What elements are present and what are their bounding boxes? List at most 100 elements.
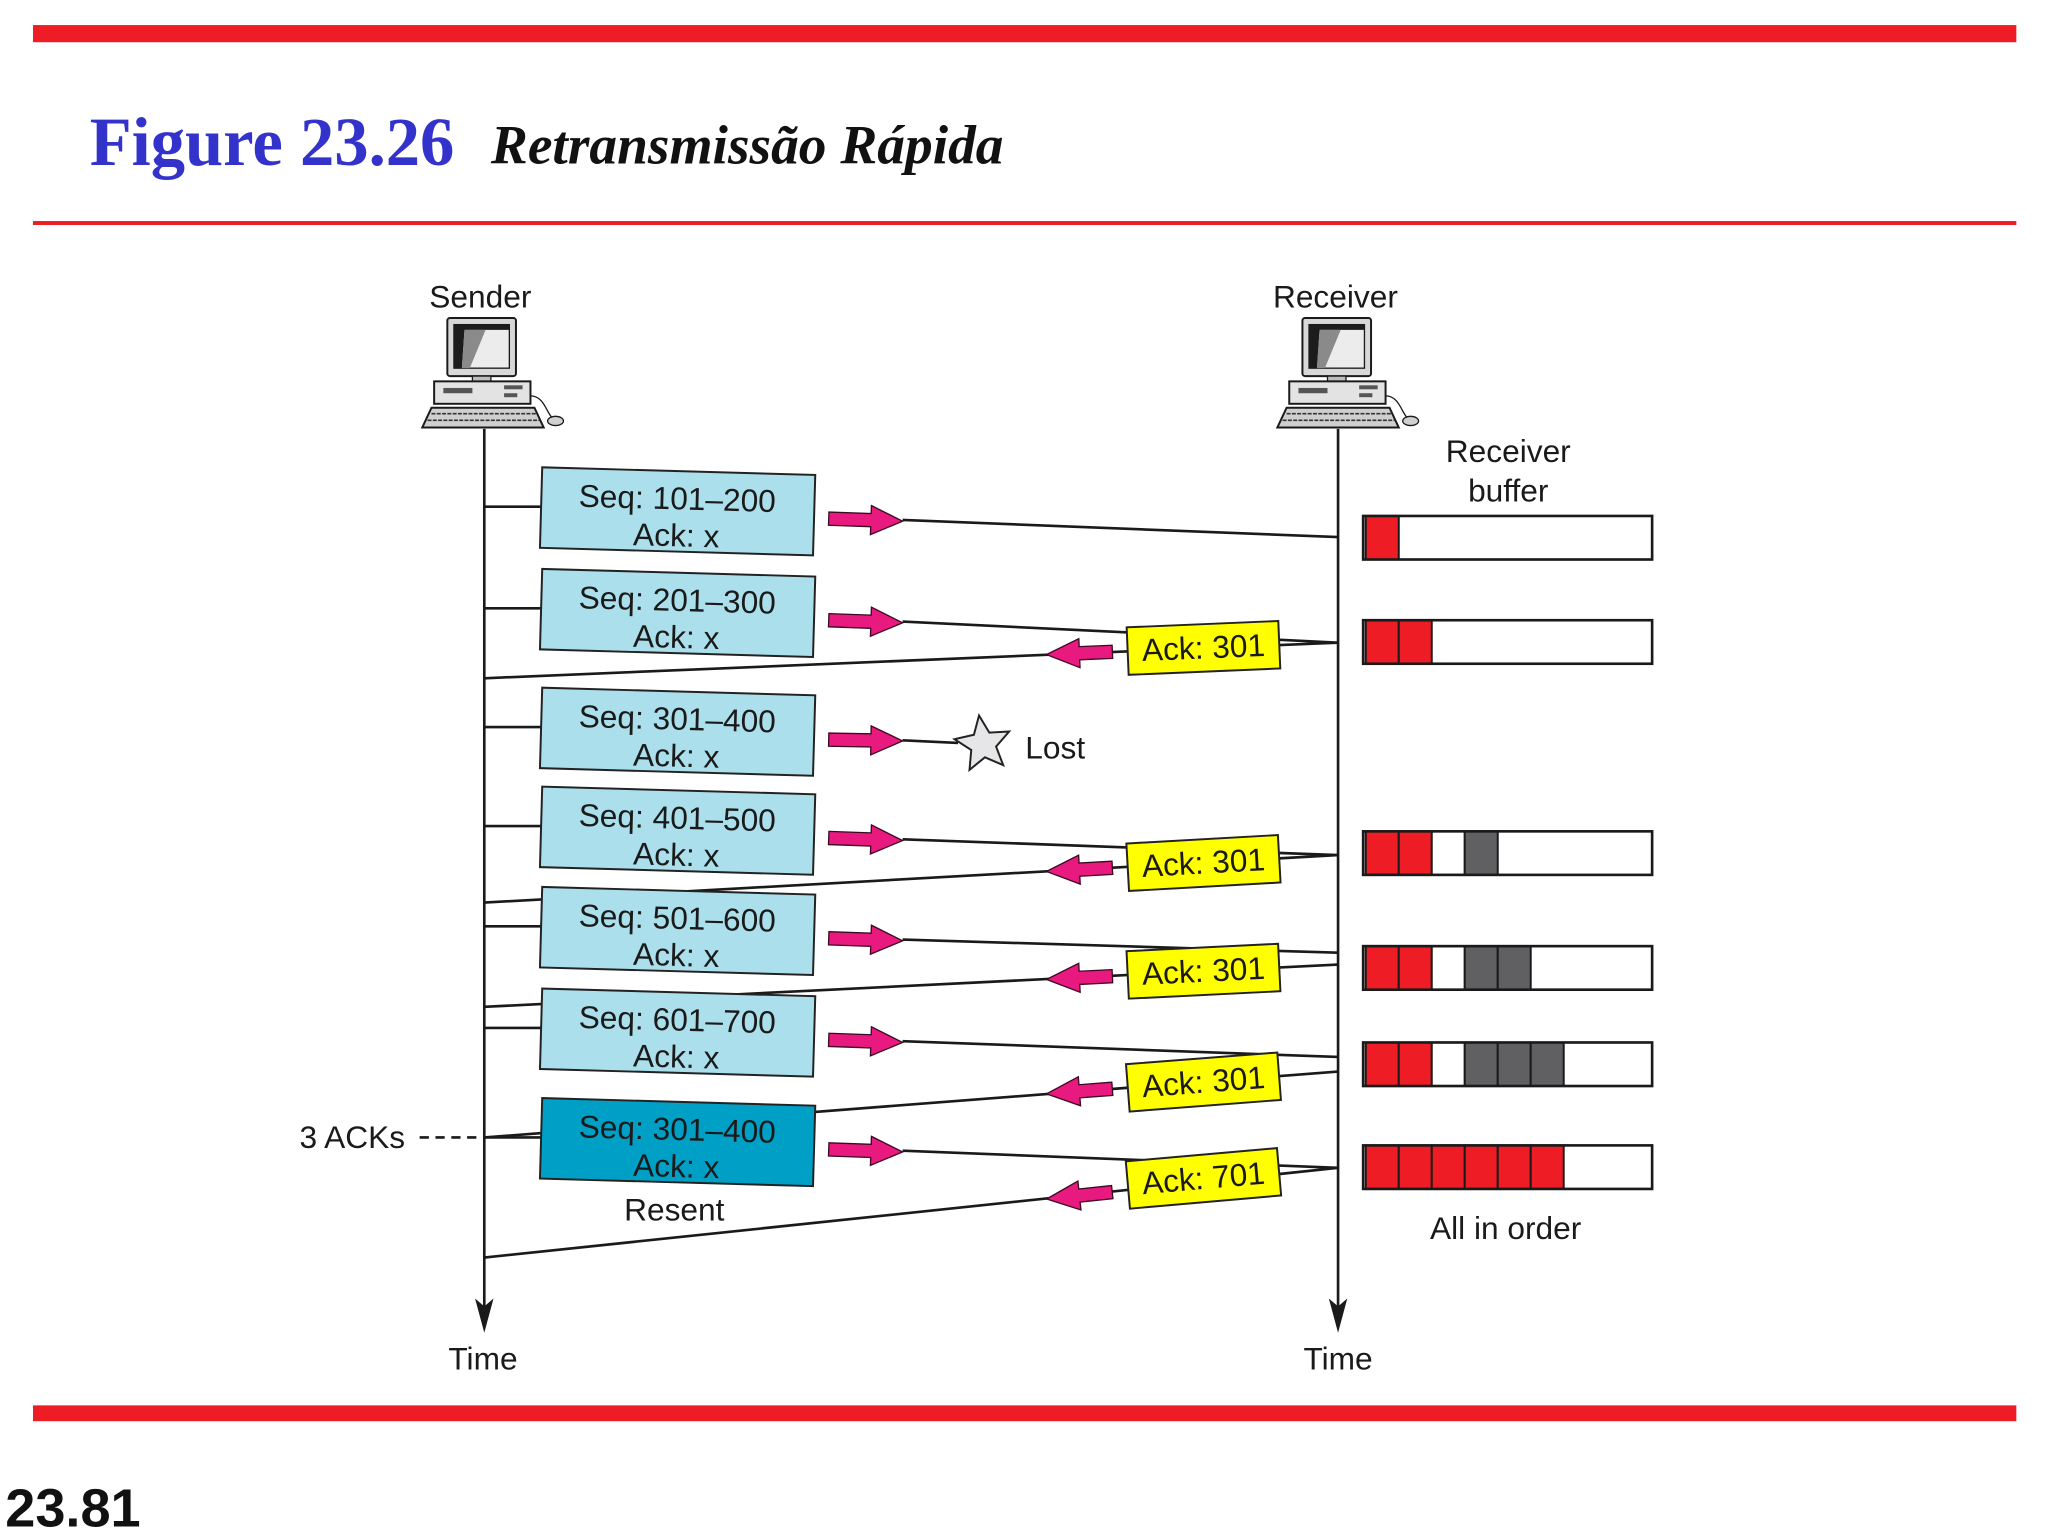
ack-4: Ack: 301 xyxy=(1044,1051,1283,1113)
keyboard xyxy=(1275,406,1401,429)
ack-box xyxy=(1125,834,1282,893)
buffer-3-cell-2-received xyxy=(1397,830,1433,876)
segment-1-path xyxy=(902,518,1339,539)
keyboard xyxy=(420,406,546,429)
sender-computer-icon xyxy=(420,317,565,429)
right-arrow-icon xyxy=(827,504,905,536)
mouse xyxy=(1402,415,1420,427)
buffer-outline xyxy=(1361,514,1654,561)
star-icon xyxy=(952,712,1012,773)
screen-shade xyxy=(1309,324,1365,369)
buffer-cells xyxy=(1364,1144,1565,1190)
buffer-5-cell-1-received xyxy=(1364,1041,1400,1088)
buffer-5-cell-5-held xyxy=(1496,1041,1532,1088)
header-divider xyxy=(32,221,2017,225)
screen-shade-mid xyxy=(1316,329,1341,369)
right-arrow-icon xyxy=(827,1025,905,1057)
buffer-6-cell-4-received xyxy=(1463,1144,1499,1190)
cpu-button xyxy=(1359,393,1373,398)
segment-box xyxy=(538,567,817,659)
segment-seq: Seq: 601–700 xyxy=(578,999,776,1040)
disk-drive xyxy=(443,387,473,394)
ack-label: Ack: 301 xyxy=(1141,627,1266,668)
segment-4: Seq: 401–500 Ack: x xyxy=(538,785,817,876)
buffer-outline xyxy=(1361,1144,1654,1191)
buffer-cells xyxy=(1364,619,1433,665)
right-arrow-icon xyxy=(827,823,905,855)
buffer-6-cell-6-received xyxy=(1529,1144,1565,1190)
segment-7-resent: Seq: 301–400 Ack: x xyxy=(538,1097,817,1188)
mouse-cord xyxy=(530,395,553,418)
segment-ack: Ack: x xyxy=(633,736,720,774)
segment-ack: Ack: x xyxy=(633,1037,720,1075)
segments: Seq: 101–200 Ack: x Seq: 201–300 Ack: x … xyxy=(538,466,817,1228)
segment-seq: Seq: 201–300 xyxy=(578,579,776,620)
buffer-cells xyxy=(1364,830,1499,876)
buffer-3-cell-1-received xyxy=(1364,830,1400,876)
left-arrow-icon xyxy=(1044,854,1114,886)
disk-drive xyxy=(1298,387,1328,394)
segment-ack: Ack: x xyxy=(633,618,720,656)
screen-shade xyxy=(453,324,510,369)
segment-box xyxy=(538,686,817,777)
ack-box xyxy=(1124,1147,1283,1210)
buffer-4-cell-1-received xyxy=(1364,945,1400,991)
right-arrow-icon xyxy=(827,606,905,638)
ack-box xyxy=(1124,1051,1283,1113)
buffer-1-cell-1-received xyxy=(1364,514,1400,561)
segment-seq: Seq: 301–400 xyxy=(578,1108,776,1149)
left-arrow-icon xyxy=(1044,1180,1114,1211)
ack-box xyxy=(1125,619,1282,676)
buffer-6-cell-2-received xyxy=(1397,1144,1433,1190)
lost-marker: Lost xyxy=(952,712,1085,773)
right-arrow-icon xyxy=(827,724,905,756)
segment-6: Seq: 601–700 Ack: x xyxy=(538,987,817,1078)
receiver-label: Receiver xyxy=(1273,278,1398,314)
buffer-2-cell-2-received xyxy=(1397,619,1433,665)
resent-label: Resent xyxy=(624,1192,725,1228)
buffer-5-cell-2-received xyxy=(1397,1041,1433,1088)
segment-box xyxy=(538,1097,817,1188)
buffer-5-cell-6-held xyxy=(1529,1041,1565,1088)
cpu-button xyxy=(504,393,518,398)
buffer-4-cell-5-held xyxy=(1496,945,1532,991)
lost-label: Lost xyxy=(1025,730,1085,766)
ack-box xyxy=(1125,942,1282,1000)
data-arrows xyxy=(827,504,905,1167)
bottom-red-bar xyxy=(32,1405,2017,1422)
ack-3: Ack: 301 xyxy=(1044,942,1282,1000)
receiver-buffer-5 xyxy=(1361,1041,1654,1088)
buffer-3-cell-3-empty xyxy=(1430,830,1466,876)
timelines xyxy=(475,428,1348,1333)
three-acks-label: 3 ACKs xyxy=(300,1119,406,1155)
buffer-background xyxy=(1363,515,1653,560)
left-arrow-icon xyxy=(1044,637,1114,669)
buffer-5-cell-4-held xyxy=(1463,1041,1499,1088)
sender-time-label: Time xyxy=(448,1341,517,1377)
receiver-buffers xyxy=(1361,514,1654,1191)
buffer-caption: All in order xyxy=(1430,1210,1582,1246)
buffer-4-cell-4-held xyxy=(1463,945,1499,991)
right-arrow-icon xyxy=(827,1135,905,1167)
buffer-cells xyxy=(1364,514,1400,561)
sender-time-arrowhead xyxy=(475,1298,494,1333)
segment-3: Seq: 301–400 Ack: x xyxy=(538,686,817,777)
figure-label: Figure 23.26 xyxy=(90,104,455,180)
ack-label: Ack: 301 xyxy=(1141,841,1266,884)
segment-5: Seq: 501–600 Ack: x xyxy=(538,885,817,977)
buffer-6-cell-3-received xyxy=(1430,1144,1466,1190)
cpu-button xyxy=(1359,385,1378,390)
ack-5: Ack: 701 xyxy=(1044,1147,1283,1211)
buffer-2-cell-1-received xyxy=(1364,619,1400,665)
buffer-outline xyxy=(1361,618,1654,666)
segment-box xyxy=(538,987,817,1078)
receiver-computer-icon xyxy=(1275,317,1420,429)
buffer-5-cell-3-empty xyxy=(1430,1041,1466,1088)
ack-1: Ack: 301 xyxy=(1044,619,1282,676)
receiver-buffer-title-line-2: buffer xyxy=(1468,472,1549,508)
segment-seq: Seq: 301–400 xyxy=(578,698,776,739)
left-arrow-icon xyxy=(1044,962,1114,994)
page-number: 23.81 xyxy=(5,1479,140,1536)
segment-box xyxy=(538,885,817,977)
